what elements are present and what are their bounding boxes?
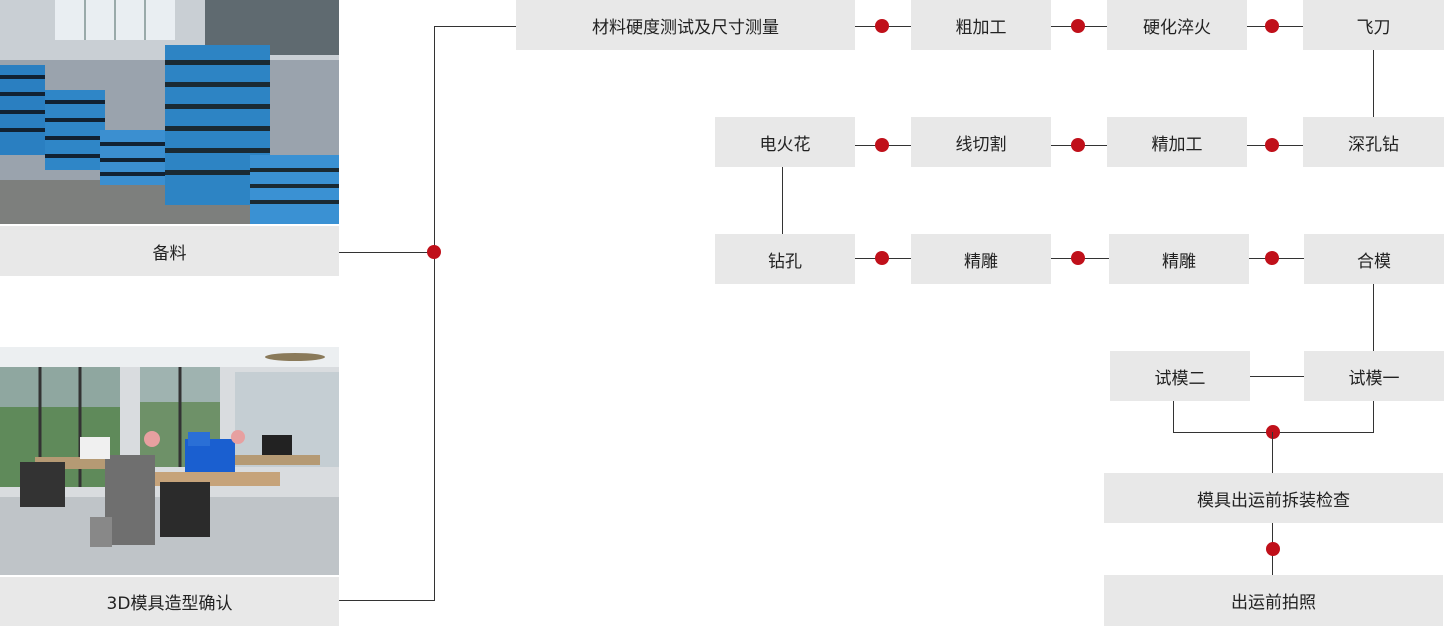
3d-design-confirm-box: 3D模具造型确认 [0,577,339,626]
connector [1173,401,1174,432]
fine-engraving-label-1: 精雕 [964,251,998,272]
mold-closing-label: 合模 [1357,251,1391,272]
pre-shipment-inspection-box: 模具出运前拆装检查 [1104,473,1443,523]
design-office-photo [0,347,339,575]
drilling-label: 钻孔 [768,251,802,272]
hardening-label: 硬化淬火 [1143,17,1211,38]
drilling-box: 钻孔 [715,234,855,284]
connector [434,26,516,27]
connector [1373,401,1374,432]
finish-machining-label: 精加工 [1151,134,1203,155]
connector [434,26,435,601]
rough-machining-box: 粗加工 [911,0,1051,50]
material-prep-box: 备料 [0,226,339,276]
connector [1272,432,1273,473]
junction-dot [427,245,441,259]
connector [339,600,435,601]
connector [1373,284,1374,351]
flow-dot [1265,19,1279,33]
connector [1250,376,1304,377]
fly-cutter-label: 飞刀 [1356,17,1391,38]
hardness-test-label: 材料硬度测试及尺寸测量 [592,17,779,38]
finish-machining-box: 精加工 [1107,117,1247,167]
steel-plates-photo [0,0,339,224]
hardness-test-box: 材料硬度测试及尺寸测量 [516,0,855,50]
edm-box: 电火花 [715,117,855,167]
wire-cut-box: 线切割 [911,117,1051,167]
3d-design-confirm-label: 3D模具造型确认 [106,594,233,614]
pre-shipment-inspection-label: 模具出运前拆装检查 [1197,490,1350,511]
fine-engraving-box-2: 精雕 [1109,234,1249,284]
deep-hole-drill-box: 深孔钻 [1303,117,1444,167]
hardening-box: 硬化淬火 [1107,0,1247,50]
flow-dot [1071,138,1085,152]
connector [339,252,434,253]
flow-dot [1071,251,1085,265]
fine-engraving-box-1: 精雕 [911,234,1051,284]
flow-dot [875,251,889,265]
connector [782,167,783,234]
trial-mold-1-box: 试模一 [1304,351,1444,401]
flow-dot [875,138,889,152]
pre-shipment-photo-label: 出运前拍照 [1231,593,1316,613]
flow-dot [1265,251,1279,265]
deep-hole-drill-label: 深孔钻 [1348,134,1399,155]
flow-dot [875,19,889,33]
edm-label: 电火花 [759,134,811,155]
trial-mold-2-box: 试模二 [1110,351,1250,401]
flow-dot [1266,542,1280,556]
rough-machining-label: 粗加工 [955,17,1007,38]
material-prep-label: 备料 [152,243,187,264]
flow-dot [1071,19,1085,33]
fine-engraving-label-2: 精雕 [1162,251,1196,272]
trial-mold-2-label: 试模二 [1154,368,1206,389]
fly-cutter-box: 飞刀 [1303,0,1444,50]
flow-dot [1265,138,1279,152]
mold-closing-box: 合模 [1304,234,1444,284]
wire-cut-label: 线切割 [955,134,1007,155]
trial-mold-1-label: 试模一 [1348,368,1400,389]
junction-dot [1266,425,1280,439]
connector [1373,50,1374,117]
pre-shipment-photo-box: 出运前拍照 [1104,575,1443,626]
